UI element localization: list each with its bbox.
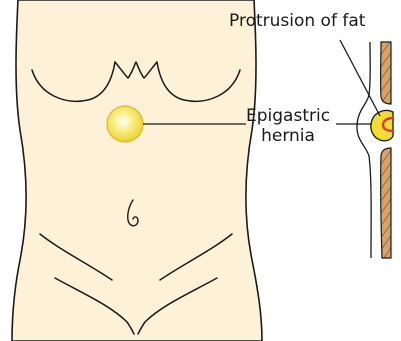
torso-silhouette: [12, 0, 262, 341]
epigastric-hernia-label-line1: Epigastric: [246, 106, 330, 126]
epigastric-hernia-bulge: [107, 106, 143, 142]
skin-outline-section: [357, 42, 371, 258]
protrusion-of-fat-label: Protrusion of fat: [229, 11, 365, 31]
abdominal-wall-upper: [381, 42, 391, 104]
epigastric-hernia-label-line2: hernia: [246, 126, 330, 146]
epigastric-hernia-label: Epigastric hernia: [246, 106, 330, 146]
protrusion-leader-line: [340, 40, 380, 116]
abdominal-wall-lower: [381, 148, 391, 258]
